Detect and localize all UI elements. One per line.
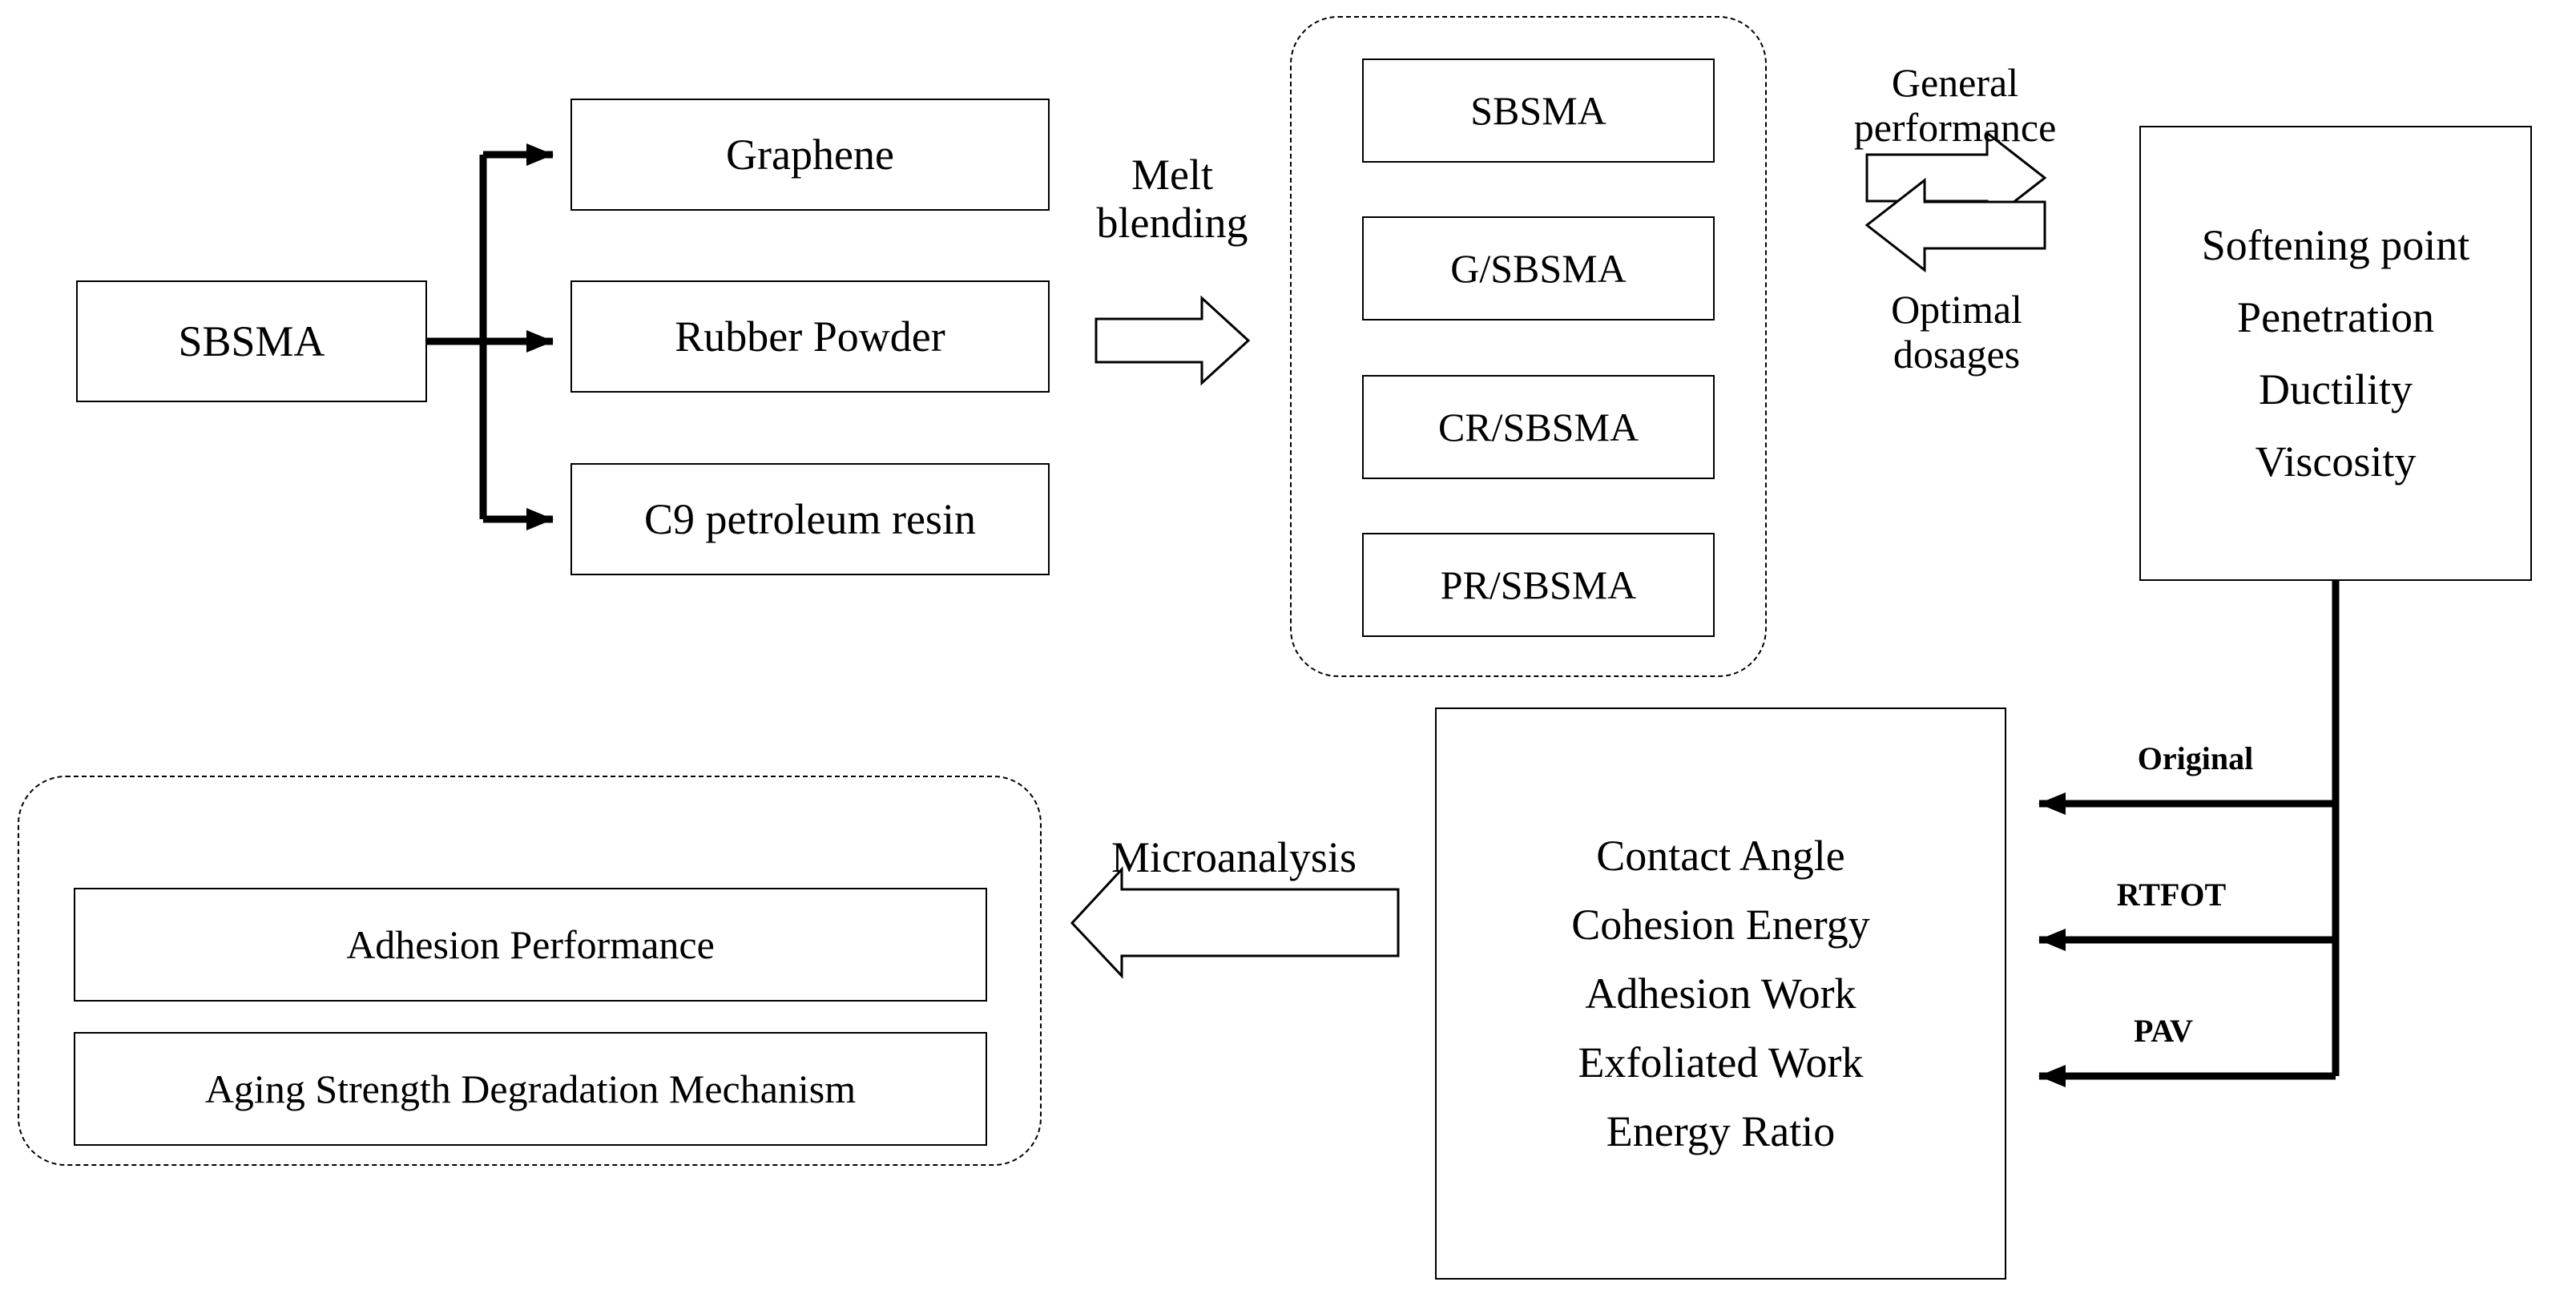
aging-label-rtfot: RTFOT xyxy=(2116,877,2227,913)
property-item-ductility: Ductility xyxy=(2259,365,2413,413)
source-box-label: SBSMA xyxy=(178,317,325,365)
blend-box-pr-sbsma[interactable]: PR/SBSMA xyxy=(1362,533,1715,637)
outcome-label: Aging Strength Degradation Mechanism xyxy=(204,1066,857,1111)
outcome-box-aging-strength-degradation-mechanism[interactable]: Aging Strength Degradation Mechanism xyxy=(74,1032,987,1146)
branch-connectors xyxy=(427,143,554,530)
blend-box-g-sbsma[interactable]: G/SBSMA xyxy=(1362,216,1715,320)
blend-label: CR/SBSMA xyxy=(1437,405,1639,449)
blend-label: SBSMA xyxy=(1470,88,1606,133)
analysis-item-adhesion-work: Adhesion Work xyxy=(1585,969,1856,1018)
optimal-dosages-label: Optimal dosages xyxy=(1891,287,2022,377)
blend-label: G/SBSMA xyxy=(1450,246,1627,291)
blends-dashed-group xyxy=(1290,16,1767,677)
optimal-dosages-block-arrow xyxy=(1864,177,2046,273)
property-item-viscosity: Viscosity xyxy=(2255,437,2417,486)
modifier-label: C9 petroleum resin xyxy=(644,495,976,543)
analysis-item-cohesion-energy: Cohesion Energy xyxy=(1571,901,1870,949)
analysis-item-contact-angle: Contact Angle xyxy=(1596,832,1845,880)
microanalysis-label: Microanalysis xyxy=(1111,833,1357,881)
analysis-item-energy-ratio: Energy Ratio xyxy=(1606,1107,1836,1155)
property-item-penetration: Penetration xyxy=(2237,293,2434,341)
outcome-box-adhesion-performance[interactable]: Adhesion Performance xyxy=(74,888,987,1002)
outcome-label: Adhesion Performance xyxy=(346,922,715,967)
modifier-box-c9-petroleum-resin[interactable]: C9 petroleum resin xyxy=(570,463,1050,575)
modifier-box-rubber-powder[interactable]: Rubber Powder xyxy=(570,280,1050,393)
aging-connectors xyxy=(2038,581,2340,1087)
property-item-softening-point: Softening point xyxy=(2201,221,2470,269)
aging-label-original: Original xyxy=(2137,740,2254,776)
analysis-panel[interactable]: Contact Angle Cohesion Energy Adhesion W… xyxy=(1435,707,2006,1280)
blend-box-sbsma[interactable]: SBSMA xyxy=(1362,58,1715,163)
melt-blending-label: Melt blending xyxy=(1096,151,1248,248)
source-box-sbsma[interactable]: SBSMA xyxy=(76,280,427,402)
outcomes-dashed-group xyxy=(18,776,1042,1166)
analysis-item-exfoliated-work: Exfoliated Work xyxy=(1578,1038,1864,1086)
melt-blending-block-arrow xyxy=(1094,295,1251,386)
blend-label: PR/SBSMA xyxy=(1440,562,1637,607)
microanalysis-block-arrow xyxy=(1070,866,1400,979)
modifier-label: Graphene xyxy=(726,131,894,179)
blend-box-cr-sbsma[interactable]: CR/SBSMA xyxy=(1362,375,1715,479)
aging-label-pav: PAV xyxy=(2133,1013,2194,1049)
modifier-label: Rubber Powder xyxy=(675,312,945,361)
properties-panel[interactable]: Softening point Penetration Ductility Vi… xyxy=(2139,126,2532,581)
modifier-box-graphene[interactable]: Graphene xyxy=(570,99,1050,211)
general-performance-label: General performance xyxy=(1853,60,2057,150)
